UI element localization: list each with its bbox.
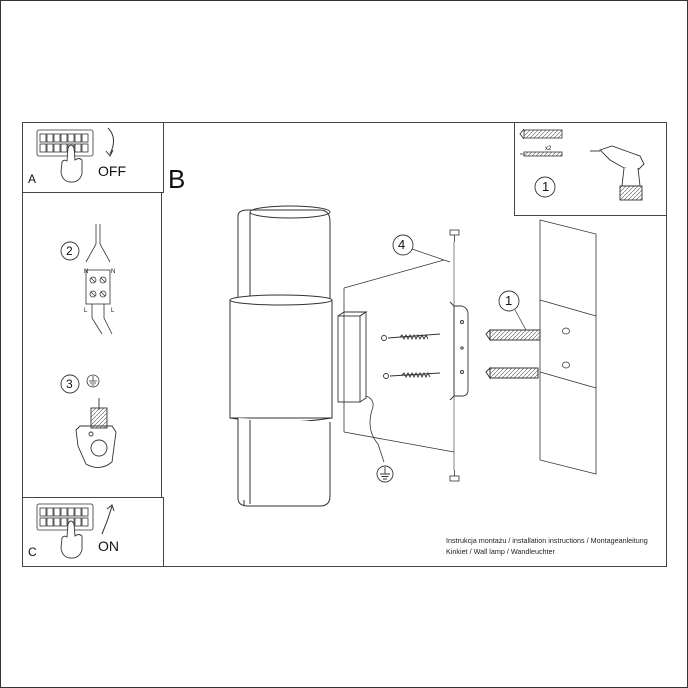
wall-plug-icon xyxy=(519,128,563,157)
step-1-plug-label: 1 xyxy=(505,293,513,308)
drill-icon xyxy=(590,145,645,201)
long-screw-bottom-icon xyxy=(383,371,441,379)
step-2-circle xyxy=(60,241,80,261)
bracket-screw-top-icon xyxy=(449,229,460,242)
instruction-sheet xyxy=(22,122,667,567)
bracket-screw-bottom-icon xyxy=(449,470,460,482)
step-4-circle xyxy=(392,234,414,256)
panel-a-action: OFF xyxy=(98,163,126,179)
panel-b-letter: B xyxy=(168,164,186,194)
wall-block xyxy=(539,219,597,475)
step-3-circle xyxy=(60,374,80,394)
step-1-plug-circle xyxy=(498,290,520,312)
ground-symbol-small-icon xyxy=(86,374,100,388)
fuse-box-on-icon xyxy=(36,503,94,531)
footer-product: Kinkiet / Wall lamp / Wandleuchter xyxy=(446,547,555,556)
terminal-l-right: L xyxy=(111,308,115,314)
footer-instructions: Instrukcja montażu / installation instru… xyxy=(446,536,648,545)
arrow-down-icon xyxy=(105,127,114,157)
anchor-quantity: x2 xyxy=(545,146,552,152)
wall-plug-bottom-icon xyxy=(485,366,539,380)
terminal-l-left: L xyxy=(84,308,88,314)
lamp-mount-bracket-icon xyxy=(337,311,368,403)
long-screw-top-icon xyxy=(381,333,441,341)
panel-c-letter: C xyxy=(28,545,37,559)
panel-c-action: ON xyxy=(98,538,119,554)
step-4-label: 4 xyxy=(398,237,406,252)
step-3-label: 3 xyxy=(66,377,73,391)
hand-off-icon xyxy=(60,144,83,183)
arrow-up-icon xyxy=(101,504,115,535)
wall-bracket-icon xyxy=(449,301,469,401)
panel-a-letter: A xyxy=(28,172,37,186)
ground-wire xyxy=(365,395,385,463)
ground-clamp-icon xyxy=(75,398,117,468)
step-1-tools-circle xyxy=(534,176,556,198)
leader-lines xyxy=(411,248,527,331)
terminal-n-right: N xyxy=(111,269,116,275)
wall-plane xyxy=(343,259,455,453)
terminal-n-left: N xyxy=(84,269,89,275)
column-divider xyxy=(161,122,162,565)
fuse-box-off-icon xyxy=(36,129,94,157)
wall-plug-top-icon xyxy=(485,328,541,342)
wall-lamp-icon xyxy=(229,205,333,507)
ground-symbol-icon xyxy=(376,465,394,483)
terminal-block-icon xyxy=(85,224,113,335)
hand-on-icon xyxy=(60,520,83,559)
step-2-label: 2 xyxy=(66,244,73,258)
step-1-tools-label: 1 xyxy=(542,179,550,194)
